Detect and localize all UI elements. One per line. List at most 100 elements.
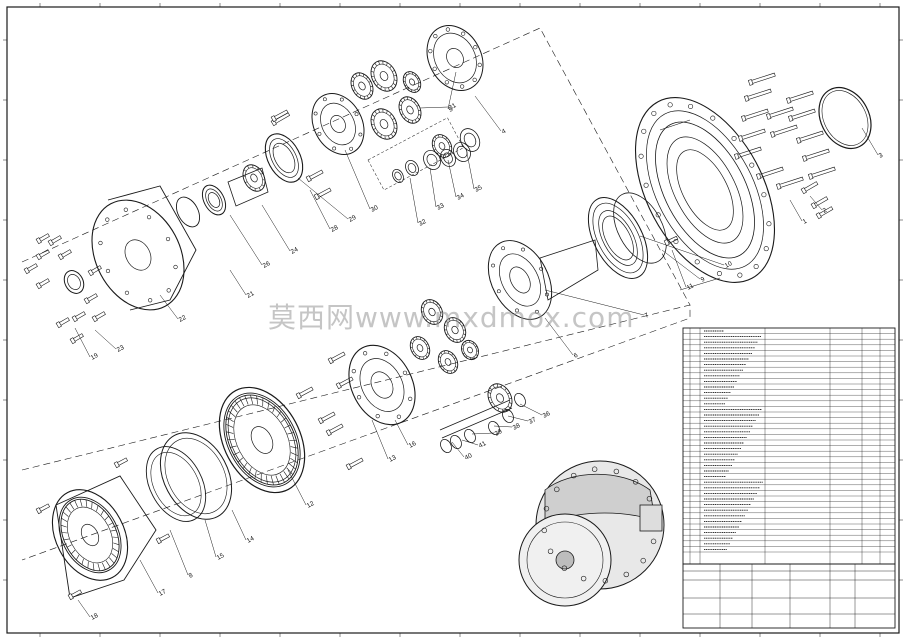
flange-bolt: [785, 90, 814, 104]
callout-2: 2: [822, 207, 829, 215]
callout-22: 22: [178, 314, 188, 324]
bearing-26: [201, 184, 227, 216]
callout-3: 3: [878, 152, 885, 160]
housing-pin: [67, 589, 82, 601]
carrier-bolt: [270, 109, 289, 123]
output-flange-hub: [634, 97, 776, 291]
callout-28: 28: [330, 224, 340, 234]
o-ring-large: [818, 86, 872, 150]
lower-pin: [345, 457, 364, 471]
leader-line-1: [789, 199, 803, 222]
ring-gear-13: [218, 386, 306, 494]
cover-bolt: [87, 265, 102, 277]
leader-line-29: [297, 177, 349, 220]
flange-bolt: [765, 106, 794, 120]
callout-4: 4: [501, 128, 508, 136]
drawing-frame: [3, 3, 903, 637]
top-planet-carrier: [426, 25, 484, 91]
leader-line-18: [77, 599, 91, 618]
leader-line-32: [409, 177, 419, 224]
gear-shaft-stack: [439, 383, 526, 454]
oil-seal-29: [264, 133, 304, 183]
lower-pin: [335, 376, 354, 390]
seal-21: [63, 270, 85, 294]
leader-line-9: [661, 249, 701, 280]
callout-29: 29: [348, 214, 358, 224]
housing-pin: [155, 533, 170, 545]
flange-bolt: [755, 166, 784, 180]
leader-line-12: [287, 469, 307, 506]
leader-line-34: [447, 159, 457, 198]
leader-line-19: [74, 327, 91, 358]
leader-line-2: [809, 195, 823, 211]
cover-bolt: [83, 293, 98, 305]
flange-bolt: [801, 148, 830, 162]
watermark-text: 莫西网www.mxdmox.com: [268, 301, 635, 334]
leader-line-39: [471, 432, 495, 435]
leader-line-15: [204, 519, 217, 558]
leader-line-16: [394, 419, 409, 446]
leader-line-6: [544, 317, 574, 356]
callout-6: 6: [573, 352, 580, 360]
housing-pin: [35, 503, 50, 515]
dowel-pins: [663, 235, 679, 247]
callout-31: 31: [448, 102, 458, 112]
flange-bolt: [743, 88, 772, 102]
callout-24: 24: [290, 246, 300, 256]
carrier-bolt: [313, 187, 332, 201]
leader-line-5: [447, 71, 457, 110]
part-number-callouts: 1234567891011121314151617181921222324262…: [90, 102, 885, 622]
callout-18: 18: [90, 612, 100, 622]
callout-26: 26: [262, 260, 272, 270]
title-block: [682, 563, 896, 629]
cover-bolt: [69, 333, 84, 345]
housing-pins: [35, 457, 170, 601]
leader-line-24: [261, 204, 291, 252]
planet-carrier-30: [311, 93, 365, 155]
callout-11: 11: [686, 282, 696, 292]
leader-line-23: [94, 329, 117, 350]
stud-bolt: [815, 206, 834, 220]
callout-12: 12: [306, 500, 316, 510]
callout-1: 1: [802, 218, 809, 226]
lower-pin: [317, 411, 336, 425]
leader-line-11: [671, 249, 687, 288]
lower-pin: [325, 423, 344, 437]
callout-32: 32: [418, 218, 428, 228]
lower-pins: [295, 351, 364, 471]
planet-carrier-16: [348, 344, 416, 426]
leader-line-7: [544, 289, 645, 316]
seal-ring-15: [159, 432, 233, 520]
carrier-bolt: [305, 169, 324, 183]
cover-bolt: [35, 249, 50, 261]
sun-shaft-24: [227, 112, 291, 207]
callout-35: 35: [474, 184, 484, 194]
callout-14: 14: [246, 535, 256, 545]
leader-line-21: [229, 269, 247, 296]
flange-bolt: [787, 108, 816, 122]
leader-line-30: [344, 149, 371, 210]
o-ring-23: [175, 196, 201, 228]
gasket-14: [145, 446, 207, 522]
callout-34: 34: [456, 192, 466, 202]
callout-23: 23: [116, 344, 126, 354]
main-bearing: [587, 197, 649, 279]
callout-7: 7: [644, 312, 651, 320]
leader-line-26: [229, 214, 263, 266]
flange-bolt: [747, 72, 776, 86]
lower-planet-gears: [409, 299, 479, 374]
small-bearing-stack: [367, 117, 481, 191]
parts-list-border: [682, 327, 896, 565]
title-block-border: [682, 563, 896, 629]
flange-bolt: [795, 130, 824, 144]
leader-line-8: [169, 529, 189, 576]
leader-line-4: [474, 95, 502, 132]
housing-pin: [113, 457, 128, 469]
cover-bolt: [35, 278, 50, 290]
flange-bolt: [769, 124, 798, 138]
flange-bolt: [740, 108, 769, 122]
leader-line-35: [465, 147, 475, 190]
callout-19: 19: [90, 352, 100, 362]
lower-exploded-assembly: [35, 299, 526, 601]
cover-bolt: [57, 249, 72, 261]
